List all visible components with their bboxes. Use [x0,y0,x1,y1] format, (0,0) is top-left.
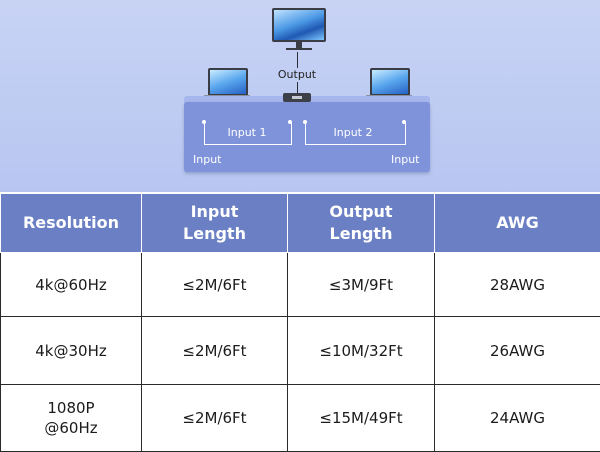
header-output-length: Output Length [288,194,435,253]
header-input-length: Input Length [142,194,288,253]
monitor-icon [272,8,326,50]
awg-cell: 26AWG [435,317,600,385]
output-length-cell: ≤15M/49Ft [288,385,435,452]
connector-dot [402,120,406,124]
output-cable [297,52,298,68]
connector-dot [288,120,292,124]
input-length-cell: ≤2M/6Ft [142,385,288,452]
input-left-label: Input [193,153,221,166]
connector-dot [303,120,307,124]
table-row: 4k@60Hz ≤2M/6Ft ≤3M/9Ft 28AWG [1,253,600,317]
resolution-cell: 4k@60Hz [1,253,142,317]
input-1-label: Input 1 [212,126,282,139]
kvm-switch-icon [283,93,311,102]
header-resolution: Resolution [1,194,142,253]
resolution-cell: 4k@30Hz [1,317,142,385]
awg-cell: 24AWG [435,385,600,452]
input-length-cell: ≤2M/6Ft [142,253,288,317]
input-right-label: Input [391,153,419,166]
header-awg: AWG [435,194,600,253]
table-row: 4k@30Hz ≤2M/6Ft ≤10M/32Ft 26AWG [1,317,600,385]
connector-dot [202,120,206,124]
output-label: Output [262,68,332,81]
awg-cell: 28AWG [435,253,600,317]
input-2-label: Input 2 [318,126,388,139]
input-length-cell: ≤2M/6Ft [142,317,288,385]
spec-table: Resolution Input Length Output Length AW… [0,193,600,452]
resolution-cell: 1080P @60Hz [1,385,142,452]
output-length-cell: ≤10M/32Ft [288,317,435,385]
connection-diagram: Output Input 1 Input 2 Input Input [0,0,600,192]
output-length-cell: ≤3M/9Ft [288,253,435,317]
table-row: 1080P @60Hz ≤2M/6Ft ≤15M/49Ft 24AWG [1,385,600,452]
header-row: Resolution Input Length Output Length AW… [1,194,600,253]
